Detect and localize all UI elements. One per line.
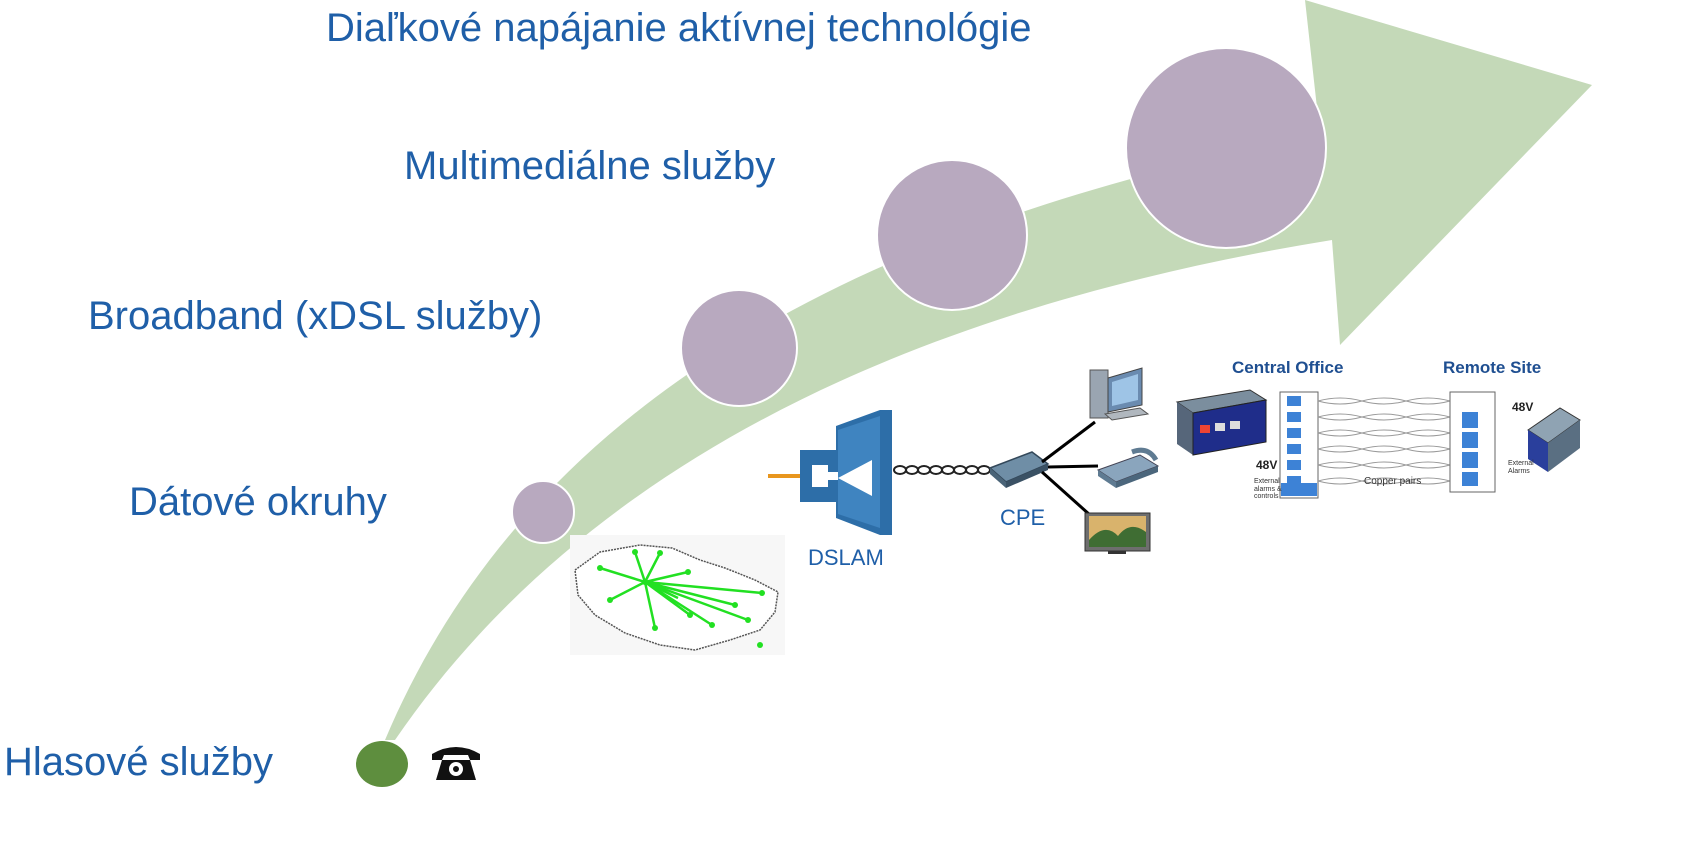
dslam-icon bbox=[768, 410, 892, 535]
router-icon bbox=[988, 451, 1050, 488]
stage-circle-broadband bbox=[680, 289, 798, 407]
external-alarms-rs-label: External Alarms bbox=[1508, 460, 1534, 475]
stage-label-broadband: Broadband (xDSL služby) bbox=[88, 294, 543, 338]
stage-circle-data bbox=[511, 480, 575, 544]
cpe-label: CPE bbox=[1000, 505, 1046, 530]
dslam-label: DSLAM bbox=[808, 545, 884, 570]
external-alarms-co-label: External alarms & controls bbox=[1254, 478, 1282, 501]
growth-arrow bbox=[385, 0, 1592, 740]
remote-site-label: Remote Site bbox=[1443, 358, 1542, 377]
stage-circle-remote-power bbox=[1125, 47, 1327, 249]
central-office-label: Central Office bbox=[1232, 358, 1344, 377]
stage-label-multimedia: Multimediálne služby bbox=[404, 144, 776, 188]
phone-icon bbox=[432, 747, 480, 780]
stage-label-remote-power: Diaľkové napájanie aktívnej technológie bbox=[326, 6, 1032, 50]
stage-label-data: Dátové okruhy bbox=[129, 480, 387, 524]
stage-circle-multimedia bbox=[876, 159, 1028, 311]
czech-map-icon bbox=[570, 535, 785, 655]
computer-icon bbox=[1089, 367, 1150, 421]
copper-pairs-label: Copper pairs bbox=[1364, 476, 1422, 487]
twisted-pair bbox=[893, 465, 991, 475]
cpe-links bbox=[1040, 420, 1099, 517]
power-equipment-icon bbox=[1170, 378, 1695, 508]
voltage-co-label: 48V bbox=[1256, 458, 1278, 472]
stage-label-voice: Hlasové služby bbox=[4, 740, 274, 784]
start-dot bbox=[356, 741, 408, 787]
tv-icon bbox=[1084, 512, 1151, 554]
voltage-rs-label: 48V bbox=[1512, 400, 1534, 414]
desk-phone-icon bbox=[1096, 447, 1160, 488]
